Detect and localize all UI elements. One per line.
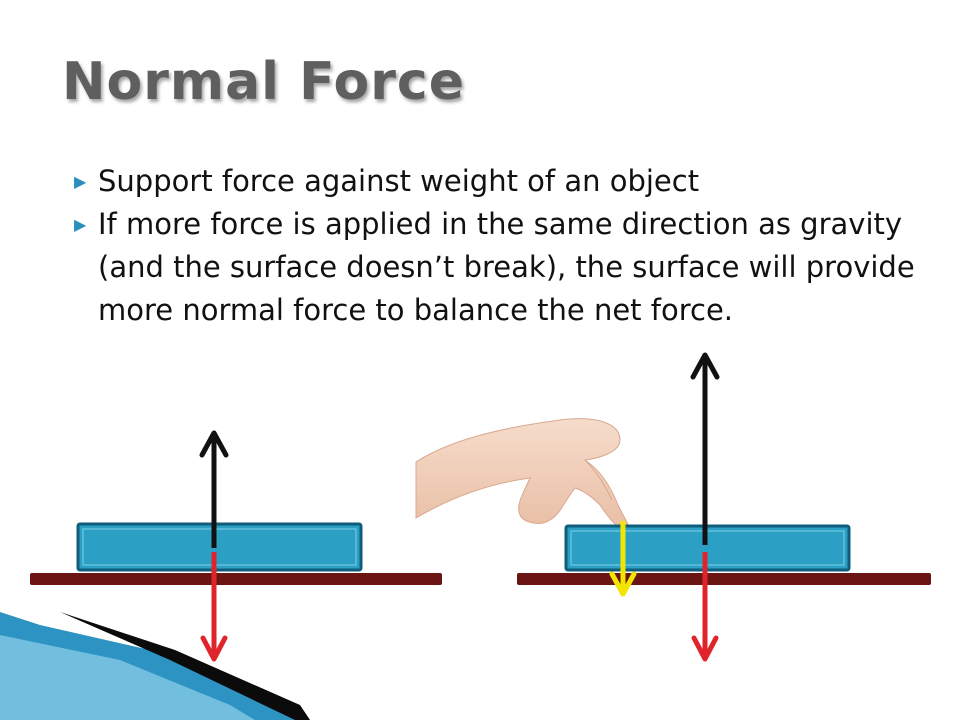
- block-left-inner: [82, 528, 357, 566]
- arrowhead-up-left: [199, 430, 229, 458]
- corner-stripe: [60, 612, 310, 720]
- triangle-right-icon: ▶: [74, 215, 87, 234]
- slide-title: Normal Force: [62, 52, 465, 112]
- arrowhead-up-right: [690, 352, 720, 380]
- bullet-text: If more force is applied in the same dir…: [98, 207, 915, 327]
- arrowhead-down-applied: [609, 571, 637, 597]
- bullet-item: ▶ If more force is applied in the same d…: [70, 203, 920, 332]
- left-scene: [30, 430, 442, 662]
- triangle-right-icon: ▶: [74, 172, 87, 191]
- arrowhead-down-right: [691, 635, 719, 662]
- surface-right: [517, 573, 931, 585]
- bullet-list: ▶ Support force against weight of an obj…: [70, 160, 920, 332]
- right-scene: [415, 352, 931, 662]
- block-left: [76, 522, 363, 572]
- bullet-item: ▶ Support force against weight of an obj…: [70, 160, 920, 203]
- hand-pressing-image: [415, 400, 629, 530]
- corner-accent-light: [0, 635, 255, 720]
- surface-left: [30, 573, 442, 585]
- arrowhead-down-left: [200, 635, 228, 662]
- bullet-text: Support force against weight of an objec…: [98, 164, 700, 198]
